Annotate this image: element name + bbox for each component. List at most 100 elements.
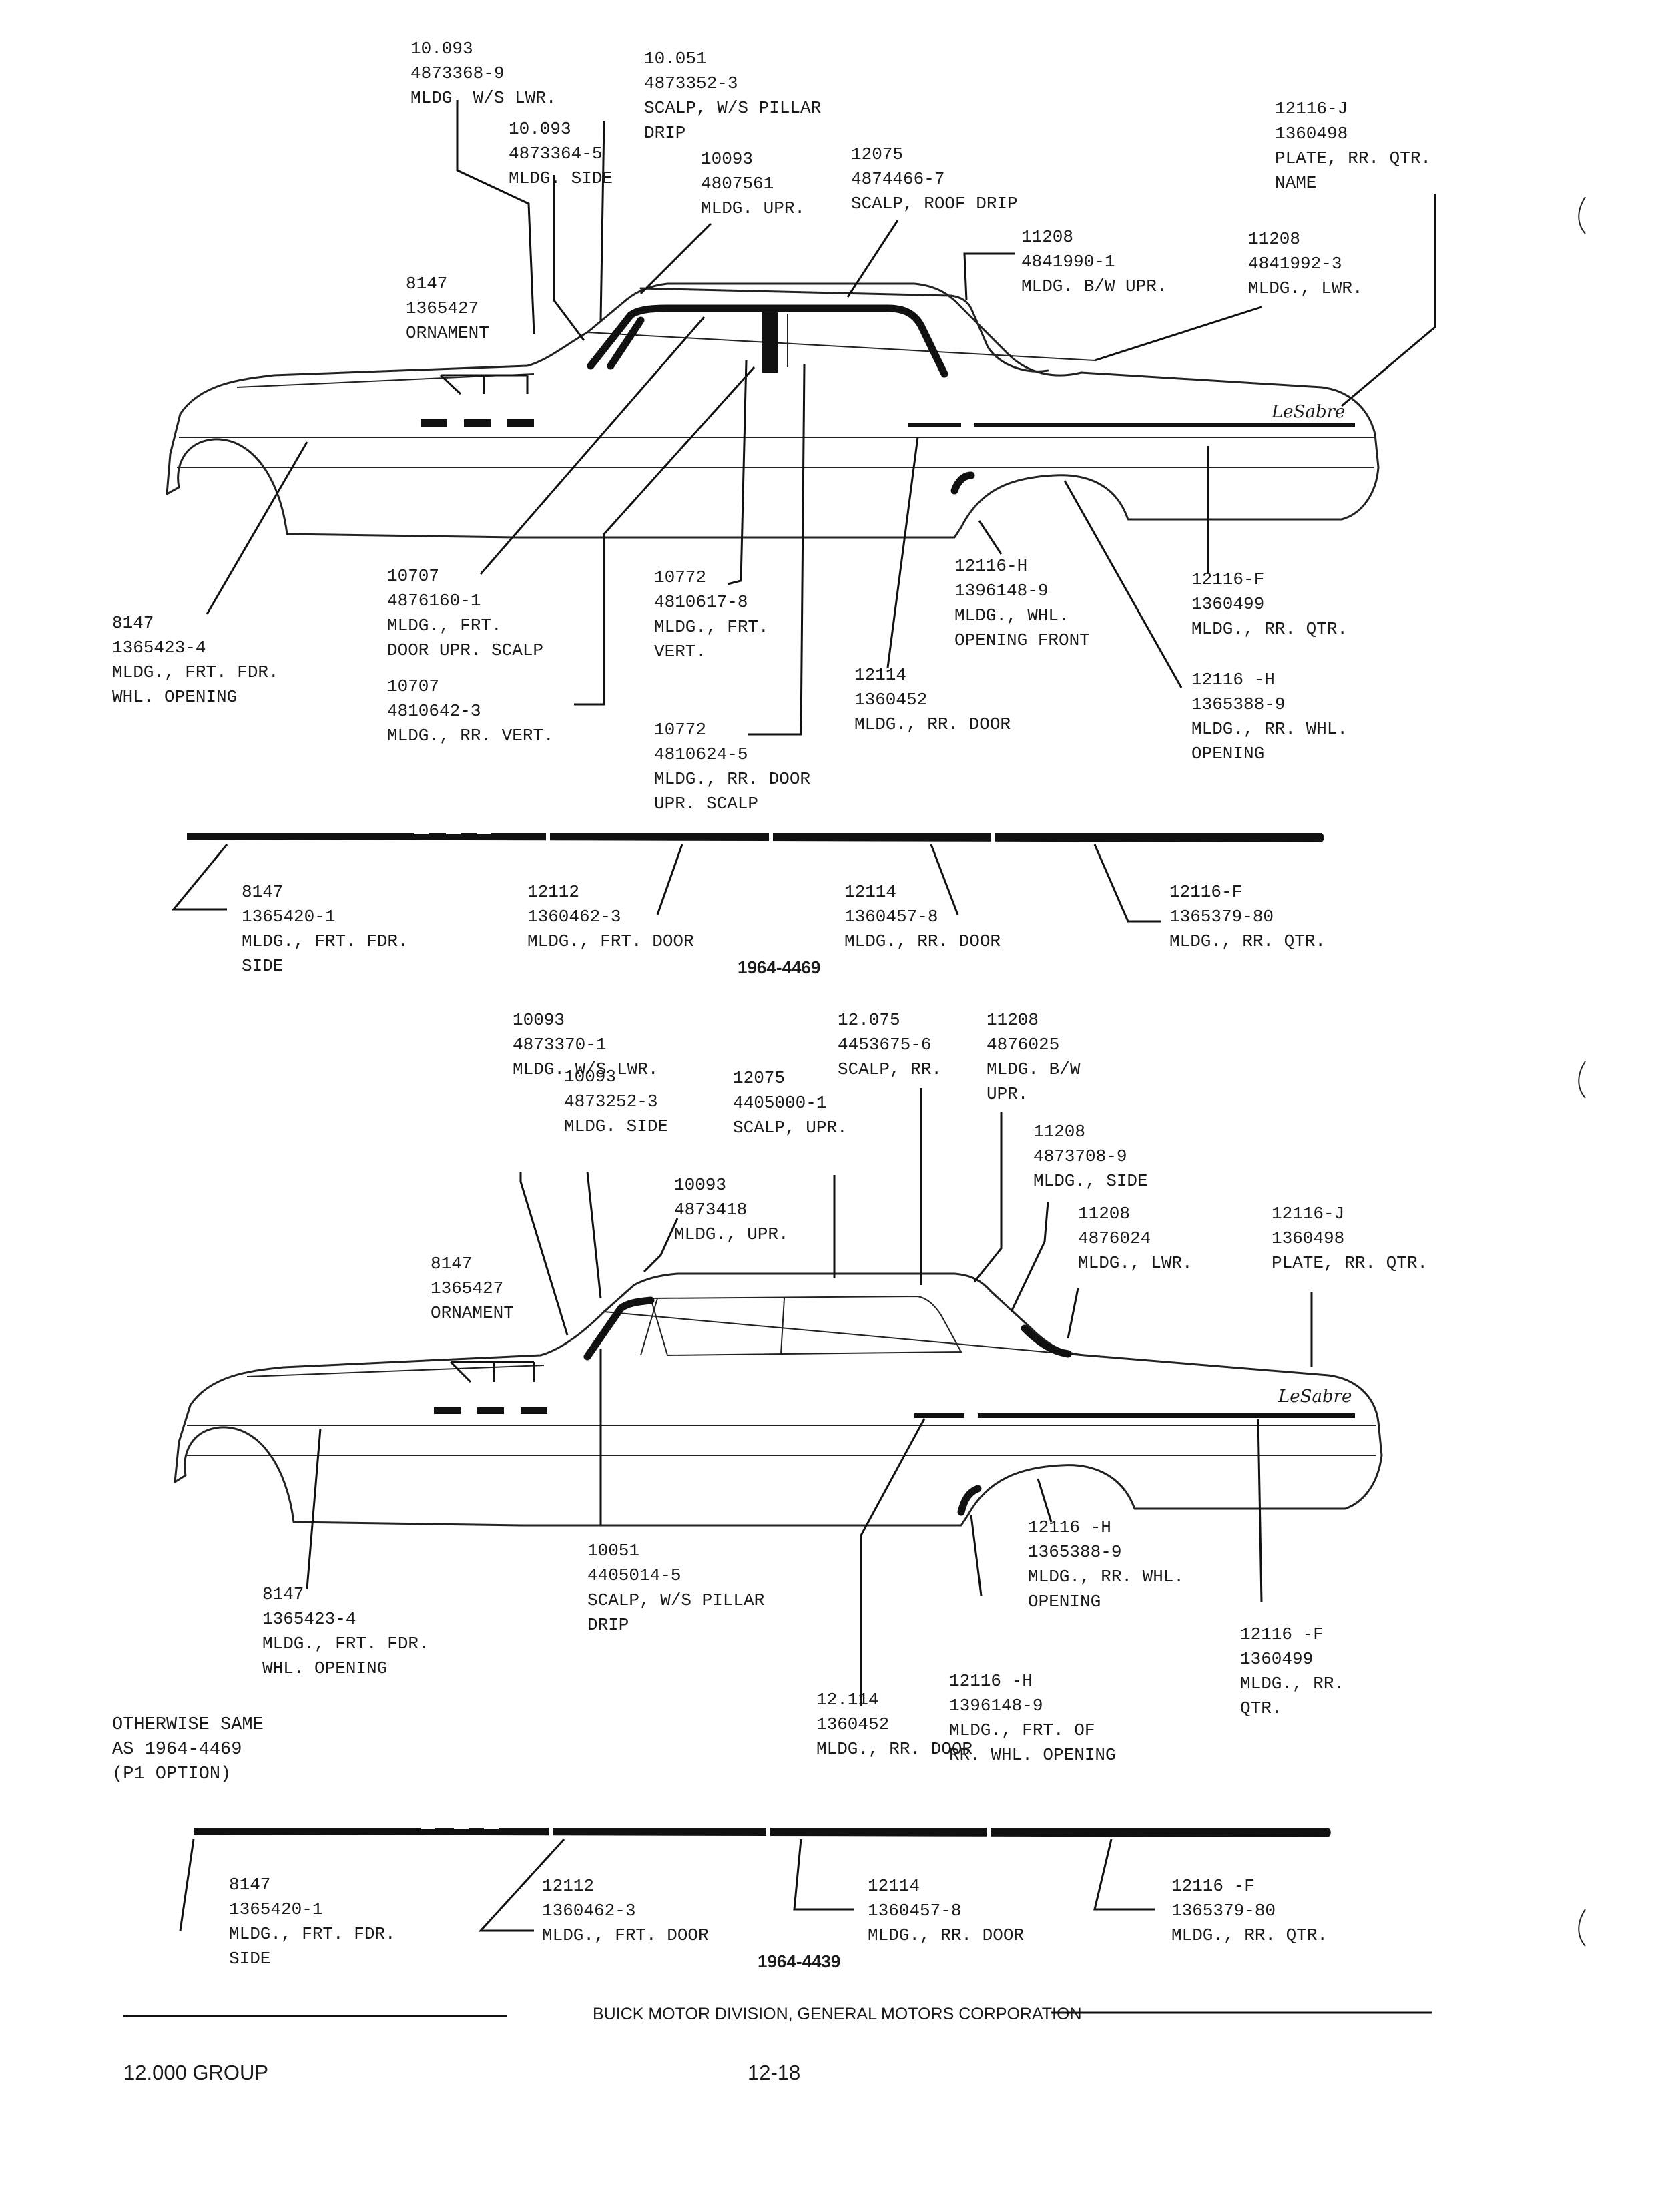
diagram-2-callout-15-line-1: 1360452 [816, 1714, 889, 1734]
diagram-2-callout-10-line-3: DRIP [587, 1615, 629, 1635]
footer-company: BUICK MOTOR DIVISION, GENERAL MOTORS COR… [593, 2005, 1082, 2023]
diagram-1-callout-9-line-0: 10707 [387, 566, 439, 586]
diagram-1-callout-15-line-1: 1360452 [854, 690, 927, 710]
diagram-2-callout-14-line-0: 12116 -F [1240, 1624, 1324, 1644]
diagram-2-strip-callout-0-line-0: 8147 [229, 1875, 270, 1895]
diagram-2-callout-10-line-2: SCALP, W/S PILLAR [587, 1590, 764, 1610]
diagram-2-callout-5-line-1: 4873708-9 [1033, 1146, 1127, 1166]
diagram-2-strip-callout-0-line-3: SIDE [229, 1949, 270, 1969]
diagram-2-callout-15-line-2: MLDG., RR. DOOR [816, 1739, 972, 1759]
diagram-1-callout-10-line-3: VERT. [654, 642, 706, 662]
margin-mark-2 [1578, 1061, 1586, 1099]
diagram-1-callout-8-line-0: 8147 [406, 274, 447, 294]
diagram-1-callout-11-line-3: OPENING FRONT [954, 630, 1090, 650]
diagram-2-id: 1964-4439 [758, 1951, 840, 1971]
diagram-1-callout-3-line-2: MLDG. UPR. [701, 198, 805, 218]
diagram-1-callout-5-line-3: NAME [1275, 173, 1316, 193]
diagram-1-callout-6-line-1: 4841990-1 [1021, 252, 1115, 272]
diagram-2-callout-2-line-1: 4876025 [987, 1035, 1059, 1055]
diagram-2-callout-13-line-3: RR. WHL. OPENING [949, 1745, 1116, 1765]
note-p1-option-line-1: OTHERWISE SAME [112, 1715, 264, 1735]
diagram-2-callout-14-line-1: 1360499 [1240, 1649, 1313, 1669]
diagram-1-callout-0-line-1: 4873368-9 [410, 63, 504, 83]
diagram-2-callout-3-line-0: 10093 [564, 1067, 616, 1087]
diagram-1-callout-13-line-2: MLDG., FRT. FDR. [112, 662, 279, 682]
diagram-2-strip-callout-1-line-2: MLDG., FRT. DOOR [542, 1925, 709, 1945]
footer-group: 12.000 GROUP [123, 2061, 268, 2084]
diagram-1-callout-7-line-2: MLDG., LWR. [1248, 278, 1363, 298]
diagram-1-callout-13-line-1: 1365423-4 [112, 638, 206, 658]
diagram-1-callout-2-line-1: 4873364-5 [509, 144, 602, 164]
diagram-2-callout-12-line-2: MLDG., RR. WHL. [1028, 1567, 1184, 1587]
diagram-1-callout-1-line-0: 10.051 [644, 49, 707, 69]
diagram-1-callout-6-line-0: 11208 [1021, 227, 1073, 247]
diagram-1-callout-17-line-0: 10772 [654, 720, 706, 740]
diagram-1-strip-callout-1-line-0: 12112 [527, 882, 579, 902]
diagram-1-callout-16-line-0: 12116 -H [1191, 670, 1275, 690]
diagram-1-callout-2-line-2: MLDG. SIDE [509, 168, 613, 188]
diagram-1-callout-3-line-0: 10093 [701, 149, 753, 169]
diagram-2-callout-15-line-0: 12.114 [816, 1690, 879, 1710]
diagram-2-callout-11-line-2: MLDG., FRT. FDR. [262, 1634, 429, 1654]
diagram-2-callout-8-line-2: PLATE, RR. QTR. [1272, 1253, 1428, 1273]
diagram-2-strip-callout-1-line-0: 12112 [542, 1876, 594, 1896]
diagram-1-strip-callout-1-line-2: MLDG., FRT. DOOR [527, 931, 694, 951]
diagram-1-callout-12-line-1: 1360499 [1191, 594, 1264, 614]
diagram-2-callout-6-line-2: MLDG., UPR. [674, 1224, 789, 1244]
diagram-1-callout-6-line-2: MLDG. B/W UPR. [1021, 276, 1167, 296]
diagram-2-callout-8-line-0: 12116-J [1272, 1204, 1344, 1224]
diagram-2-callout-11-line-0: 8147 [262, 1584, 304, 1604]
diagram-1-callout-2-line-0: 10.093 [509, 119, 571, 139]
diagram-1-strip-callout-3-line-1: 1365379-80 [1169, 907, 1274, 927]
diagram-1-callout-5-line-0: 12116-J [1275, 99, 1348, 119]
diagram-1-strip-callout-0-line-2: MLDG., FRT. FDR. [242, 931, 408, 951]
diagram-1-callout-16-line-2: MLDG., RR. WHL. [1191, 719, 1348, 739]
diagram-2-strip-callout-0-line-1: 1365420-1 [229, 1899, 322, 1919]
diagram-2-callout-4-line-1: 4405000-1 [733, 1093, 826, 1113]
diagram-1-strip-callout-2-line-1: 1360457-8 [844, 907, 938, 927]
diagram-1-strip-callout-0-line-1: 1365420-1 [242, 907, 335, 927]
diagram-2-strip-callout-0-line-2: MLDG., FRT. FDR. [229, 1924, 396, 1944]
diagram-2-callout-13-line-2: MLDG., FRT. OF [949, 1720, 1095, 1740]
diagram-2-strip-callout-3-line-1: 1365379-80 [1171, 1901, 1276, 1921]
diagram-1-callout-9-line-3: DOOR UPR. SCALP [387, 640, 543, 660]
diagram-1-callout-8-line-1: 1365427 [406, 298, 479, 318]
diagram-1-callout-13-line-0: 8147 [112, 613, 154, 633]
diagram-2-strip-callout-2-line-1: 1360457-8 [868, 1901, 961, 1921]
diagram-1-callout-11-line-1: 1396148-9 [954, 581, 1048, 601]
diagram-1-callout-3-line-1: 4807561 [701, 174, 774, 194]
diagram-2-strip-callout-1-line-1: 1360462-3 [542, 1901, 635, 1921]
diagram-1-callout-15-line-0: 12114 [854, 665, 906, 685]
diagram-2-callout-1-line-0: 12.075 [838, 1010, 900, 1030]
diagram-2-callout-3-line-2: MLDG. SIDE [564, 1116, 668, 1136]
diagram-1-callout-9-line-1: 4876160-1 [387, 591, 481, 611]
margin-mark-3 [1578, 1909, 1586, 1947]
diagram-2-callout-9-line-1: 1365427 [431, 1278, 503, 1298]
diagram-2-callout-7-line-1: 4876024 [1078, 1228, 1151, 1248]
note-p1-option-line-2: AS 1964-4469 [112, 1740, 242, 1760]
diagram-2-callout-7-line-0: 11208 [1078, 1204, 1130, 1224]
diagram-2-callout-0-line-1: 4873370-1 [513, 1035, 606, 1055]
diagram-1-callout-0-line-0: 10.093 [410, 39, 473, 59]
diagram-2-strip-callout-3-line-2: MLDG., RR. QTR. [1171, 1925, 1328, 1945]
diagram-1-callout-17-line-2: MLDG., RR. DOOR [654, 769, 810, 789]
diagram-1-callout-8-line-2: ORNAMENT [406, 323, 489, 343]
margin-mark-1 [1578, 196, 1586, 234]
diagram-2-callout-4-line-2: SCALP, UPR. [733, 1118, 848, 1138]
diagram-2-callout-14-line-3: QTR. [1240, 1698, 1282, 1718]
diagram-2-strip-callout-3-line-0: 12116 -F [1171, 1876, 1255, 1896]
diagram-1-callout-16-line-3: OPENING [1191, 744, 1264, 764]
diagram-2-callout-9-line-0: 8147 [431, 1254, 472, 1274]
diagram-1-callout-11-line-2: MLDG., WHL. [954, 605, 1069, 626]
diagram-1-callout-17-line-1: 4810624-5 [654, 744, 748, 764]
diagram-2-callout-6-line-1: 4873418 [674, 1200, 747, 1220]
diagram-1-callout-11-line-0: 12116-H [954, 556, 1027, 576]
diagram-1-callout-10-line-2: MLDG., FRT. [654, 617, 769, 637]
diagram-2-callout-6-line-0: 10093 [674, 1175, 726, 1195]
car-illustration-top: LeSabre [166, 282, 1380, 539]
leader-lines-top [206, 100, 1436, 736]
diagram-2-callout-12-line-1: 1365388-9 [1028, 1542, 1121, 1562]
